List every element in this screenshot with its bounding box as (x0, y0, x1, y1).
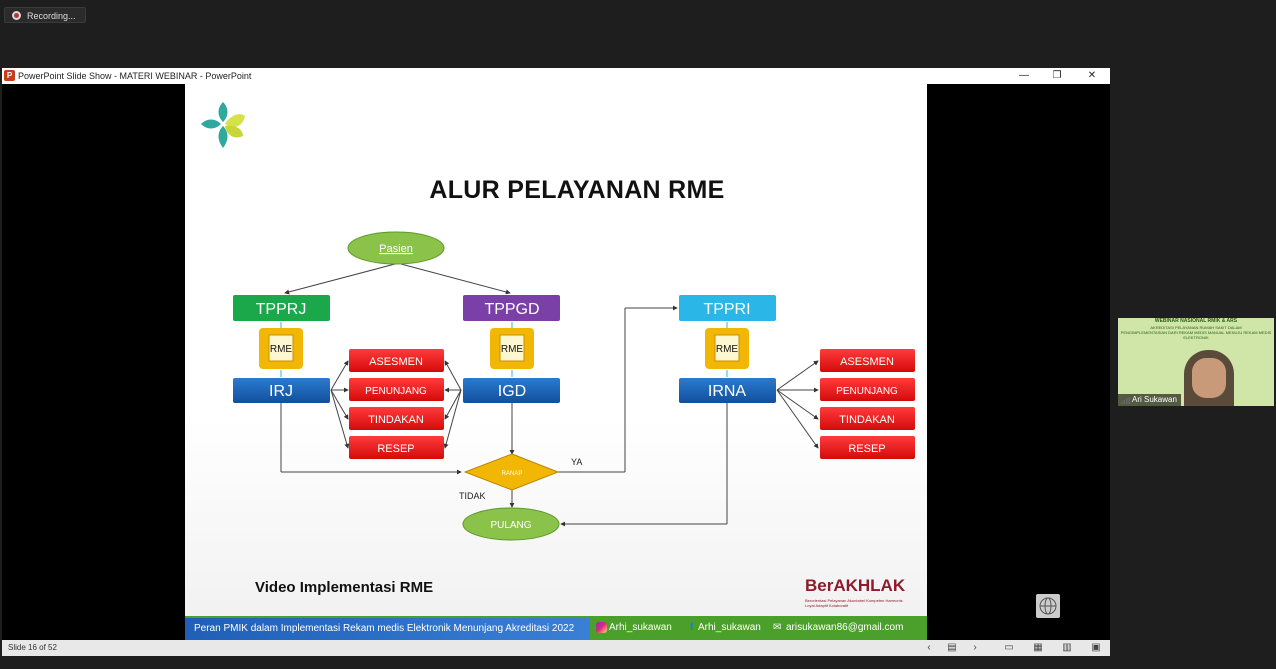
service-right-0: ASESMEN (840, 356, 894, 368)
start-label: Pasien (379, 243, 413, 255)
globe-icon (1036, 594, 1060, 618)
banner-line3: PENGIMPLEMENTASIAN DARI REKAM MEDIS MANU… (1120, 330, 1272, 340)
rme-node-gd: RME (490, 328, 534, 369)
decision-node (463, 453, 560, 491)
normal-view-icon[interactable]: ▭ (1004, 642, 1014, 653)
rme-label-rj: RME (270, 344, 293, 355)
service-right-1: PENUNJANG (836, 386, 898, 397)
email-address: arisukawan86@gmail.com (786, 622, 904, 633)
connectors (280, 263, 819, 527)
rme-node-rj: RME (259, 328, 303, 369)
kemenkes-logo-icon (201, 102, 245, 148)
slide-sorter-icon[interactable]: ▦ (1033, 642, 1043, 653)
record-icon (12, 11, 21, 20)
rme-connectors (280, 322, 728, 377)
igd-node (463, 378, 560, 403)
end-label: PULANG (490, 520, 531, 531)
banner-line2: AKREDITASI PELAYANAN RUMAH SAKIT DALAM (1150, 325, 1242, 330)
restore-button[interactable]: ❐ (1052, 70, 1062, 81)
reading-view-icon[interactable]: ▥ (1062, 642, 1072, 653)
berakhlak-tagline: Berorientasi Pelayanan Akuntabel Kompete… (805, 598, 903, 608)
facebook-handle: Arhi_sukawan (698, 622, 761, 633)
recording-label: Recording... (27, 11, 76, 21)
yes-label: YA (571, 457, 582, 467)
footer-contacts: Arhi_sukawan f Arhi_sukawan ✉ arisukawan… (590, 616, 927, 640)
service-right-2: TINDAKAN (839, 414, 895, 426)
services-left: ASESMEN PENUNJANG TINDAKAN RESEP (349, 349, 444, 459)
service-left-0: ASESMEN (369, 356, 423, 368)
powerpoint-window: P PowerPoint Slide Show - MATERI WEBINAR… (2, 68, 1110, 656)
service-left-2: TINDAKAN (368, 414, 424, 426)
facebook-icon: f (690, 622, 694, 633)
slide-footer: Peran PMIK dalam Implementasi Rekam medi… (185, 616, 927, 640)
slide[interactable]: ALUR PELAYANAN RME (185, 84, 927, 640)
tppri-label: TPPRI (703, 301, 750, 318)
irna-node (679, 378, 776, 403)
irj-node (233, 378, 330, 403)
tppri-node (679, 295, 776, 321)
berakhlak-logo: BerAKHLAK (805, 576, 906, 595)
tppgd-label: TPPGD (484, 301, 539, 318)
services-right: ASESMEN PENUNJANG TINDAKAN RESEP (820, 349, 915, 459)
service-left-3: RESEP (377, 443, 414, 455)
banner-line1: WEBINAR NASIONAL RMIK & ARS (1154, 318, 1238, 324)
next-slide-icon[interactable]: › (973, 642, 977, 653)
end-node (462, 507, 560, 541)
tpprj-label: TPPRJ (256, 301, 307, 318)
slide-number: Slide 16 of 52 (8, 643, 57, 652)
irna-label: IRNA (708, 383, 747, 400)
rme-label-gd: RME (501, 344, 524, 355)
status-bar: Slide 16 of 52 ‹ ▤ › ▭ ▦ ▥ ▣ (2, 640, 1110, 656)
service-right-3: RESEP (848, 443, 885, 455)
tpprj-node (233, 295, 330, 321)
close-button[interactable]: ✕ (1087, 70, 1097, 81)
flow-diagram: Pasien TPPRJ TPPGD TPPRI RME RME (233, 231, 915, 541)
decision-label: RANAP (502, 471, 523, 477)
service-left-1: PENUNJANG (365, 386, 427, 397)
rme-label-ri: RME (716, 344, 739, 355)
minimize-button[interactable]: — (1019, 70, 1029, 81)
window-title: PowerPoint Slide Show - MATERI WEBINAR -… (18, 71, 252, 81)
video-caption: Video Implementasi RME (255, 579, 434, 596)
previous-slide-icon[interactable]: ‹ (927, 642, 931, 653)
participant-face (1192, 358, 1226, 398)
instagram-handle: Arhi_sukawan (609, 622, 672, 633)
tppgd-node (463, 295, 560, 321)
participant-name: Ari Sukawan (1118, 394, 1181, 406)
instagram-icon (596, 622, 607, 633)
title-bar: P PowerPoint Slide Show - MATERI WEBINAR… (2, 68, 1110, 84)
irj-label: IRJ (269, 383, 293, 400)
no-label: TIDAK (459, 491, 486, 501)
slide-menu-icon[interactable]: ▤ (947, 642, 957, 653)
slide-title: ALUR PELAYANAN RME (429, 176, 725, 204)
footer-title: Peran PMIK dalam Implementasi Rekam medi… (185, 616, 590, 640)
slideshow-view-icon[interactable]: ▣ (1091, 642, 1101, 653)
recording-indicator[interactable]: Recording... (4, 7, 86, 23)
igd-label: IGD (498, 383, 526, 400)
rme-node-ri: RME (705, 328, 749, 369)
email-icon: ✉ (773, 622, 782, 633)
powerpoint-icon: P (4, 70, 15, 81)
start-node (347, 231, 445, 265)
webinar-banner: WEBINAR NASIONAL RMIK & ARS AKREDITASI P… (1118, 318, 1274, 340)
participant-video[interactable]: WEBINAR NASIONAL RMIK & ARS AKREDITASI P… (1118, 318, 1274, 406)
